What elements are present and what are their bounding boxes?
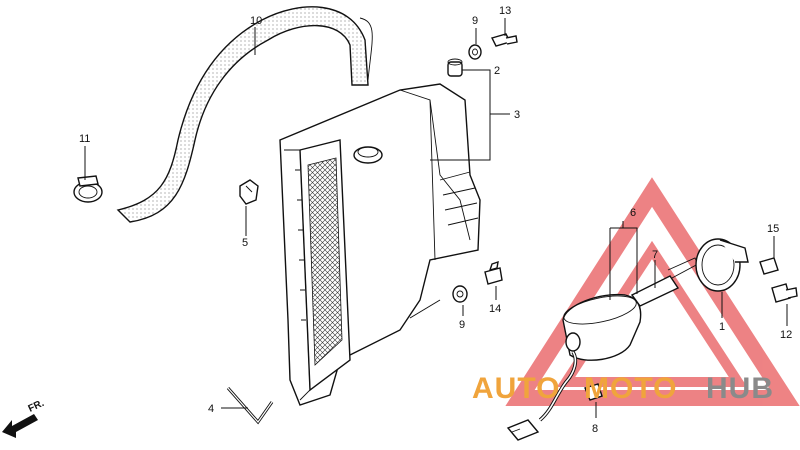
drain-chamber-6 bbox=[562, 293, 642, 361]
callout-9-top: 9 bbox=[472, 15, 478, 27]
callout-7: 7 bbox=[652, 249, 658, 261]
callout-1: 1 bbox=[719, 321, 725, 333]
callout-3: 3 bbox=[514, 109, 520, 121]
bolt-14 bbox=[484, 260, 503, 285]
callout-2: 2 bbox=[494, 65, 500, 77]
air-cleaner-housing bbox=[279, 83, 481, 406]
bolt-13 bbox=[490, 33, 518, 47]
callout-12: 12 bbox=[780, 329, 792, 341]
callout-10: 10 bbox=[250, 15, 262, 27]
callout-15: 15 bbox=[767, 223, 779, 235]
clip-5 bbox=[239, 179, 259, 205]
band-clamp-1 bbox=[695, 238, 749, 292]
callout-8: 8 bbox=[592, 423, 598, 435]
watermark-text: AUTO MOTO HUB bbox=[472, 372, 774, 405]
hose-10 bbox=[116, 6, 373, 223]
callout-6: 6 bbox=[630, 207, 636, 219]
watermark-part-auto: AUTO bbox=[472, 372, 560, 405]
bolt-15 bbox=[759, 257, 779, 275]
callout-5: 5 bbox=[242, 237, 248, 249]
washer-9-lower bbox=[452, 285, 468, 303]
watermark-part-moto: MOTO bbox=[584, 372, 677, 405]
washer-9-top bbox=[468, 44, 482, 60]
callout-numbers: 10 9 13 2 3 11 5 4 6 7 9 14 8 1 15 12 bbox=[79, 5, 792, 435]
sensor-harness bbox=[506, 351, 578, 441]
clamp-8 bbox=[584, 383, 603, 401]
watermark-part-hub: HUB bbox=[706, 372, 774, 405]
callout-9-lower: 9 bbox=[459, 319, 465, 331]
direction-label: FR. bbox=[27, 398, 46, 415]
hose-clamp-11 bbox=[73, 175, 103, 203]
callout-4: 4 bbox=[208, 403, 214, 415]
front-direction-indicator: FR. bbox=[2, 398, 46, 438]
callout-14: 14 bbox=[489, 303, 501, 315]
grommet-2 bbox=[447, 58, 463, 77]
bolt-12 bbox=[771, 283, 798, 303]
leader-lines bbox=[84, 18, 788, 418]
callout-11: 11 bbox=[79, 133, 90, 145]
callout-13: 13 bbox=[499, 5, 511, 17]
wire-4 bbox=[226, 387, 274, 425]
